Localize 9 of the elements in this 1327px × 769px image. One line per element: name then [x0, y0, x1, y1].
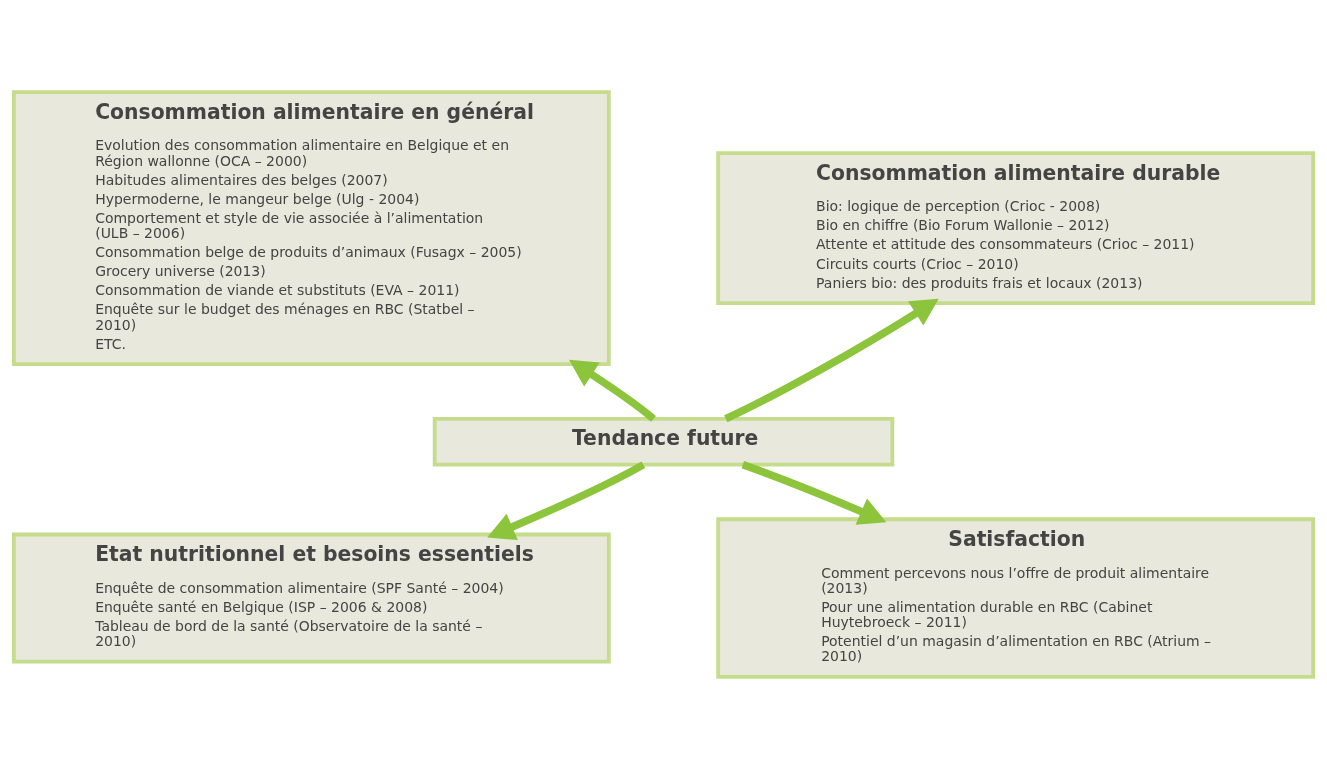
arrow — [569, 359, 656, 422]
node-box: Tendance future — [432, 416, 895, 467]
arrow — [724, 298, 939, 423]
arrow — [741, 461, 887, 525]
node-box: Consommation alimentaire durable Bio: logique de perception (Crioc - 2008) Bio en chiffre (Bio Forum Wallonie – 2012) Attente et attitude des consommateurs (Crioc – 2011) Circuits courts (Crioc – 2010) Paniers bio: des produits frais et locaux (2013) — [716, 151, 1316, 306]
node-box: Etat nutritionnel et besoins essentiels Enquête de consommation alimentaire (SPF Santé – 2004) Enquête santé en Belgique (ISP – 2006 & 2008) Tableau de bord de la santé (Observatoire de la santé – 2010) — [11, 532, 611, 664]
arrow — [487, 461, 646, 541]
node-box: Satisfaction Comment percevons nous l’offre de produit alimentaire (2013) Pour une alimentation durable en RBC (Cabinet Huytebroeck – 2011) Potentiel d’un magasin d’alimentation en RBC (Atrium – 2010) — [716, 517, 1316, 679]
node-box: Consommation alimentaire en général Evolution des consommation alimentaire en Belgique et en Région wallonne (OCA – 2000) Habitudes alimentaires des belges (2007) Hypermoderne, le mangeur belge (Ulg - 2004) Comportement et style de vie associée à l’alimentation (ULB – 2006) Consommation belge de produits d’animaux (Fusagx – 2005) Grocery universe (2013) Consommation de viande et substituts (EVA – 2011) Enquête sur le budget des ménages en RBC (Statbel – 2010) ETC. — [11, 90, 611, 367]
